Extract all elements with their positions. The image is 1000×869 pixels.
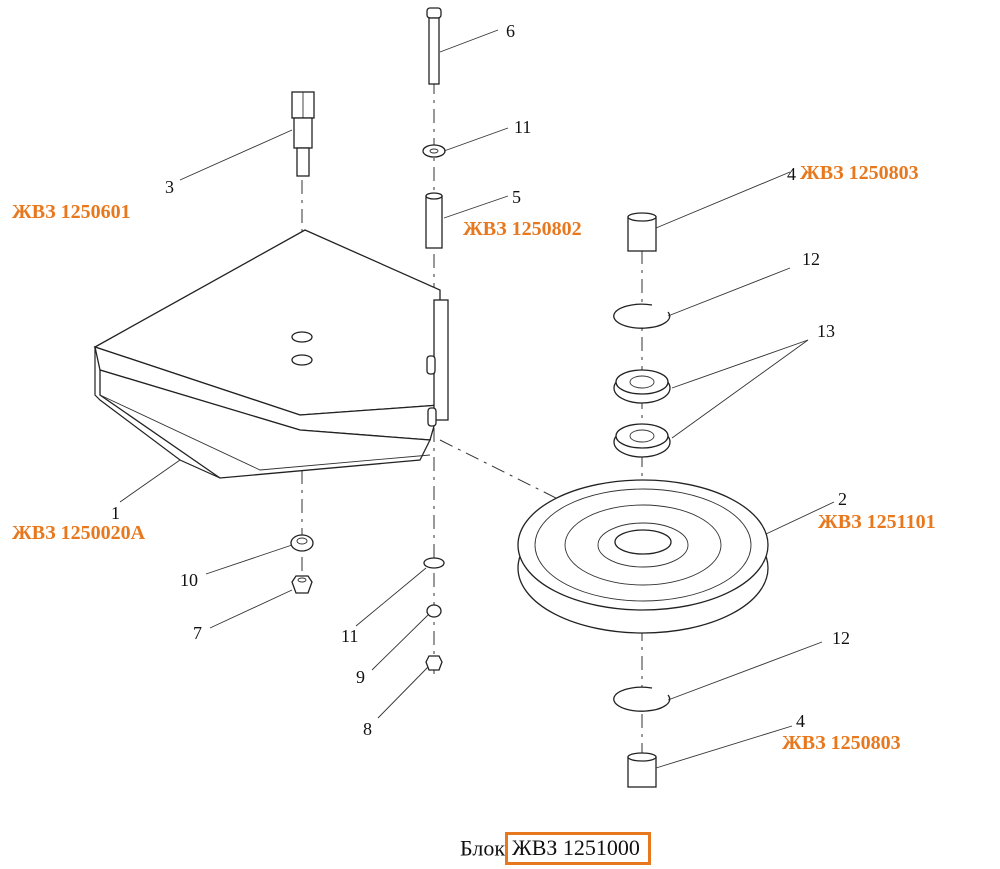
callout-10: 10 xyxy=(180,570,198,590)
callout-4-bottom: 4 xyxy=(796,711,805,731)
part-code-5: ЖВЗ 1250802 xyxy=(463,218,582,240)
nut-8-part xyxy=(425,655,443,671)
part-code-3: ЖВЗ 1250601 xyxy=(12,201,131,223)
washer-10-part xyxy=(290,534,314,552)
leader-lines xyxy=(119,29,835,769)
nut-7-part xyxy=(291,575,313,594)
callout-2: 2 xyxy=(838,489,847,509)
part-code-2: ЖВЗ 1251101 xyxy=(818,511,936,533)
pin-part xyxy=(426,7,442,85)
part-code-4-bottom: ЖВЗ 1250803 xyxy=(782,732,901,754)
washer-bottom-part xyxy=(423,557,445,569)
caption-code: ЖВЗ 1251000 xyxy=(512,835,640,860)
pulley-part xyxy=(517,479,769,634)
bearing-13-top-part xyxy=(613,369,671,404)
caption-prefix: Блок xyxy=(460,835,506,861)
callout-11-top: 11 xyxy=(514,117,532,137)
callout-5: 5 xyxy=(512,187,521,207)
caption-code-box: ЖВЗ 1251000 xyxy=(505,832,651,865)
callout-9: 9 xyxy=(356,667,365,687)
bushing-5-part xyxy=(425,192,443,249)
callout-7: 7 xyxy=(193,623,202,643)
callout-3: 3 xyxy=(165,177,174,197)
bracket-part xyxy=(93,229,449,479)
callout-11-bottom: 11 xyxy=(341,626,359,646)
part-code-4-top: ЖВЗ 1250803 xyxy=(800,162,919,184)
callout-12-bottom: 12 xyxy=(832,628,850,648)
spring-washer-9-part xyxy=(426,604,442,618)
bushing-4-top-part xyxy=(627,212,657,252)
bearing-13-bottom-part xyxy=(613,423,671,458)
callout-4-top: 4 xyxy=(787,164,796,184)
bushing-4-bottom-part xyxy=(627,752,657,788)
part-code-1: ЖВЗ 1250020А xyxy=(12,522,146,544)
washer-top-part xyxy=(422,144,446,158)
retaining-ring-top-part xyxy=(613,303,671,329)
hex-bolt-part xyxy=(291,91,315,177)
callout-1: 1 xyxy=(111,503,120,523)
callout-8: 8 xyxy=(363,719,372,739)
callout-6: 6 xyxy=(506,21,515,41)
callout-12-top: 12 xyxy=(802,249,820,269)
retaining-ring-bottom-part xyxy=(613,686,671,712)
washer-top-hole xyxy=(429,148,439,154)
callout-13: 13 xyxy=(817,321,835,341)
